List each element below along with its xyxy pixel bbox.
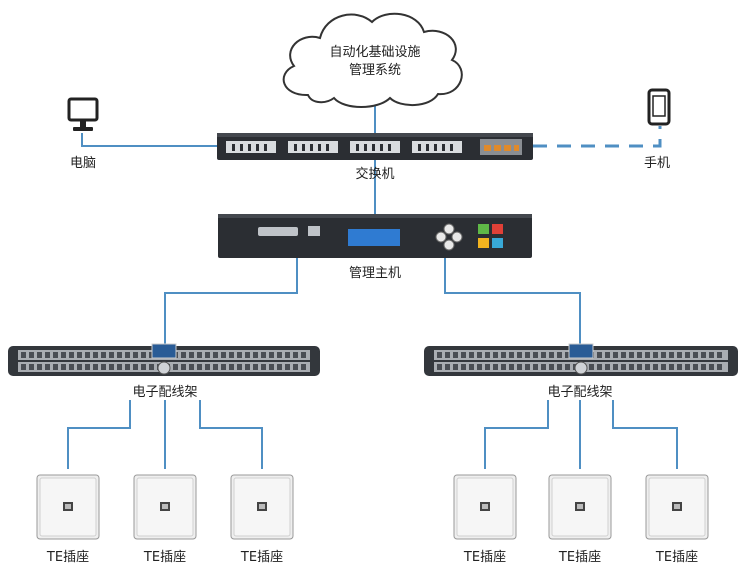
cloud-label-line1: 自动化基础设施 [329,45,421,60]
phone-icon [647,88,671,126]
te-outlets [36,474,709,540]
te-outlet-6 [645,474,709,540]
link-panel-left-outlet-3 [199,400,263,469]
link-phone-switch [533,126,662,148]
patch-panels [8,343,738,376]
management-host-device [218,214,532,258]
patch-panel-right [424,343,738,376]
switch-device [217,133,533,160]
switch-label: 交换机 [355,167,395,182]
switch-uplink-ports [480,139,522,155]
links [67,104,678,469]
host-color-buttons [478,224,503,248]
outlet-label-2: TE插座 [143,550,187,565]
patch-panel-label-left: 电子配线架 [132,385,198,400]
link-panel-left-outlet-1 [67,400,131,469]
link-panel-right-outlet-3 [612,400,678,469]
te-outlet-1 [36,474,100,540]
patch-panel-label-right: 电子配线架 [547,385,613,400]
host-nav-pad [435,223,463,251]
te-outlet-2 [133,474,197,540]
outlet-label-3: TE插座 [240,550,284,565]
host-label: 管理主机 [348,266,402,281]
patch-panel-left [8,343,320,376]
outlet-label-5: TE插座 [558,550,602,565]
host-display [348,229,400,246]
link-host-panel-left [164,258,298,348]
cloud-label-line2: 管理系统 [348,63,402,78]
host-rear-ports [258,226,320,236]
te-outlet-3 [230,474,294,540]
link-panel-right-outlet-1 [484,400,549,469]
link-pc-switch [81,133,217,147]
phone-label: 手机 [643,156,671,171]
link-host-panel-right [444,258,581,348]
te-outlet-4 [453,474,517,540]
switch-ports [226,141,462,153]
te-outlet-5 [548,474,612,540]
management-system-cloud [282,12,463,108]
outlet-label-6: TE插座 [655,550,699,565]
pc-label: 电脑 [69,156,97,171]
cloud-shape [282,12,463,108]
computer-icon [67,97,99,131]
outlet-label-1: TE插座 [46,550,90,565]
outlet-label-4: TE插座 [463,550,507,565]
